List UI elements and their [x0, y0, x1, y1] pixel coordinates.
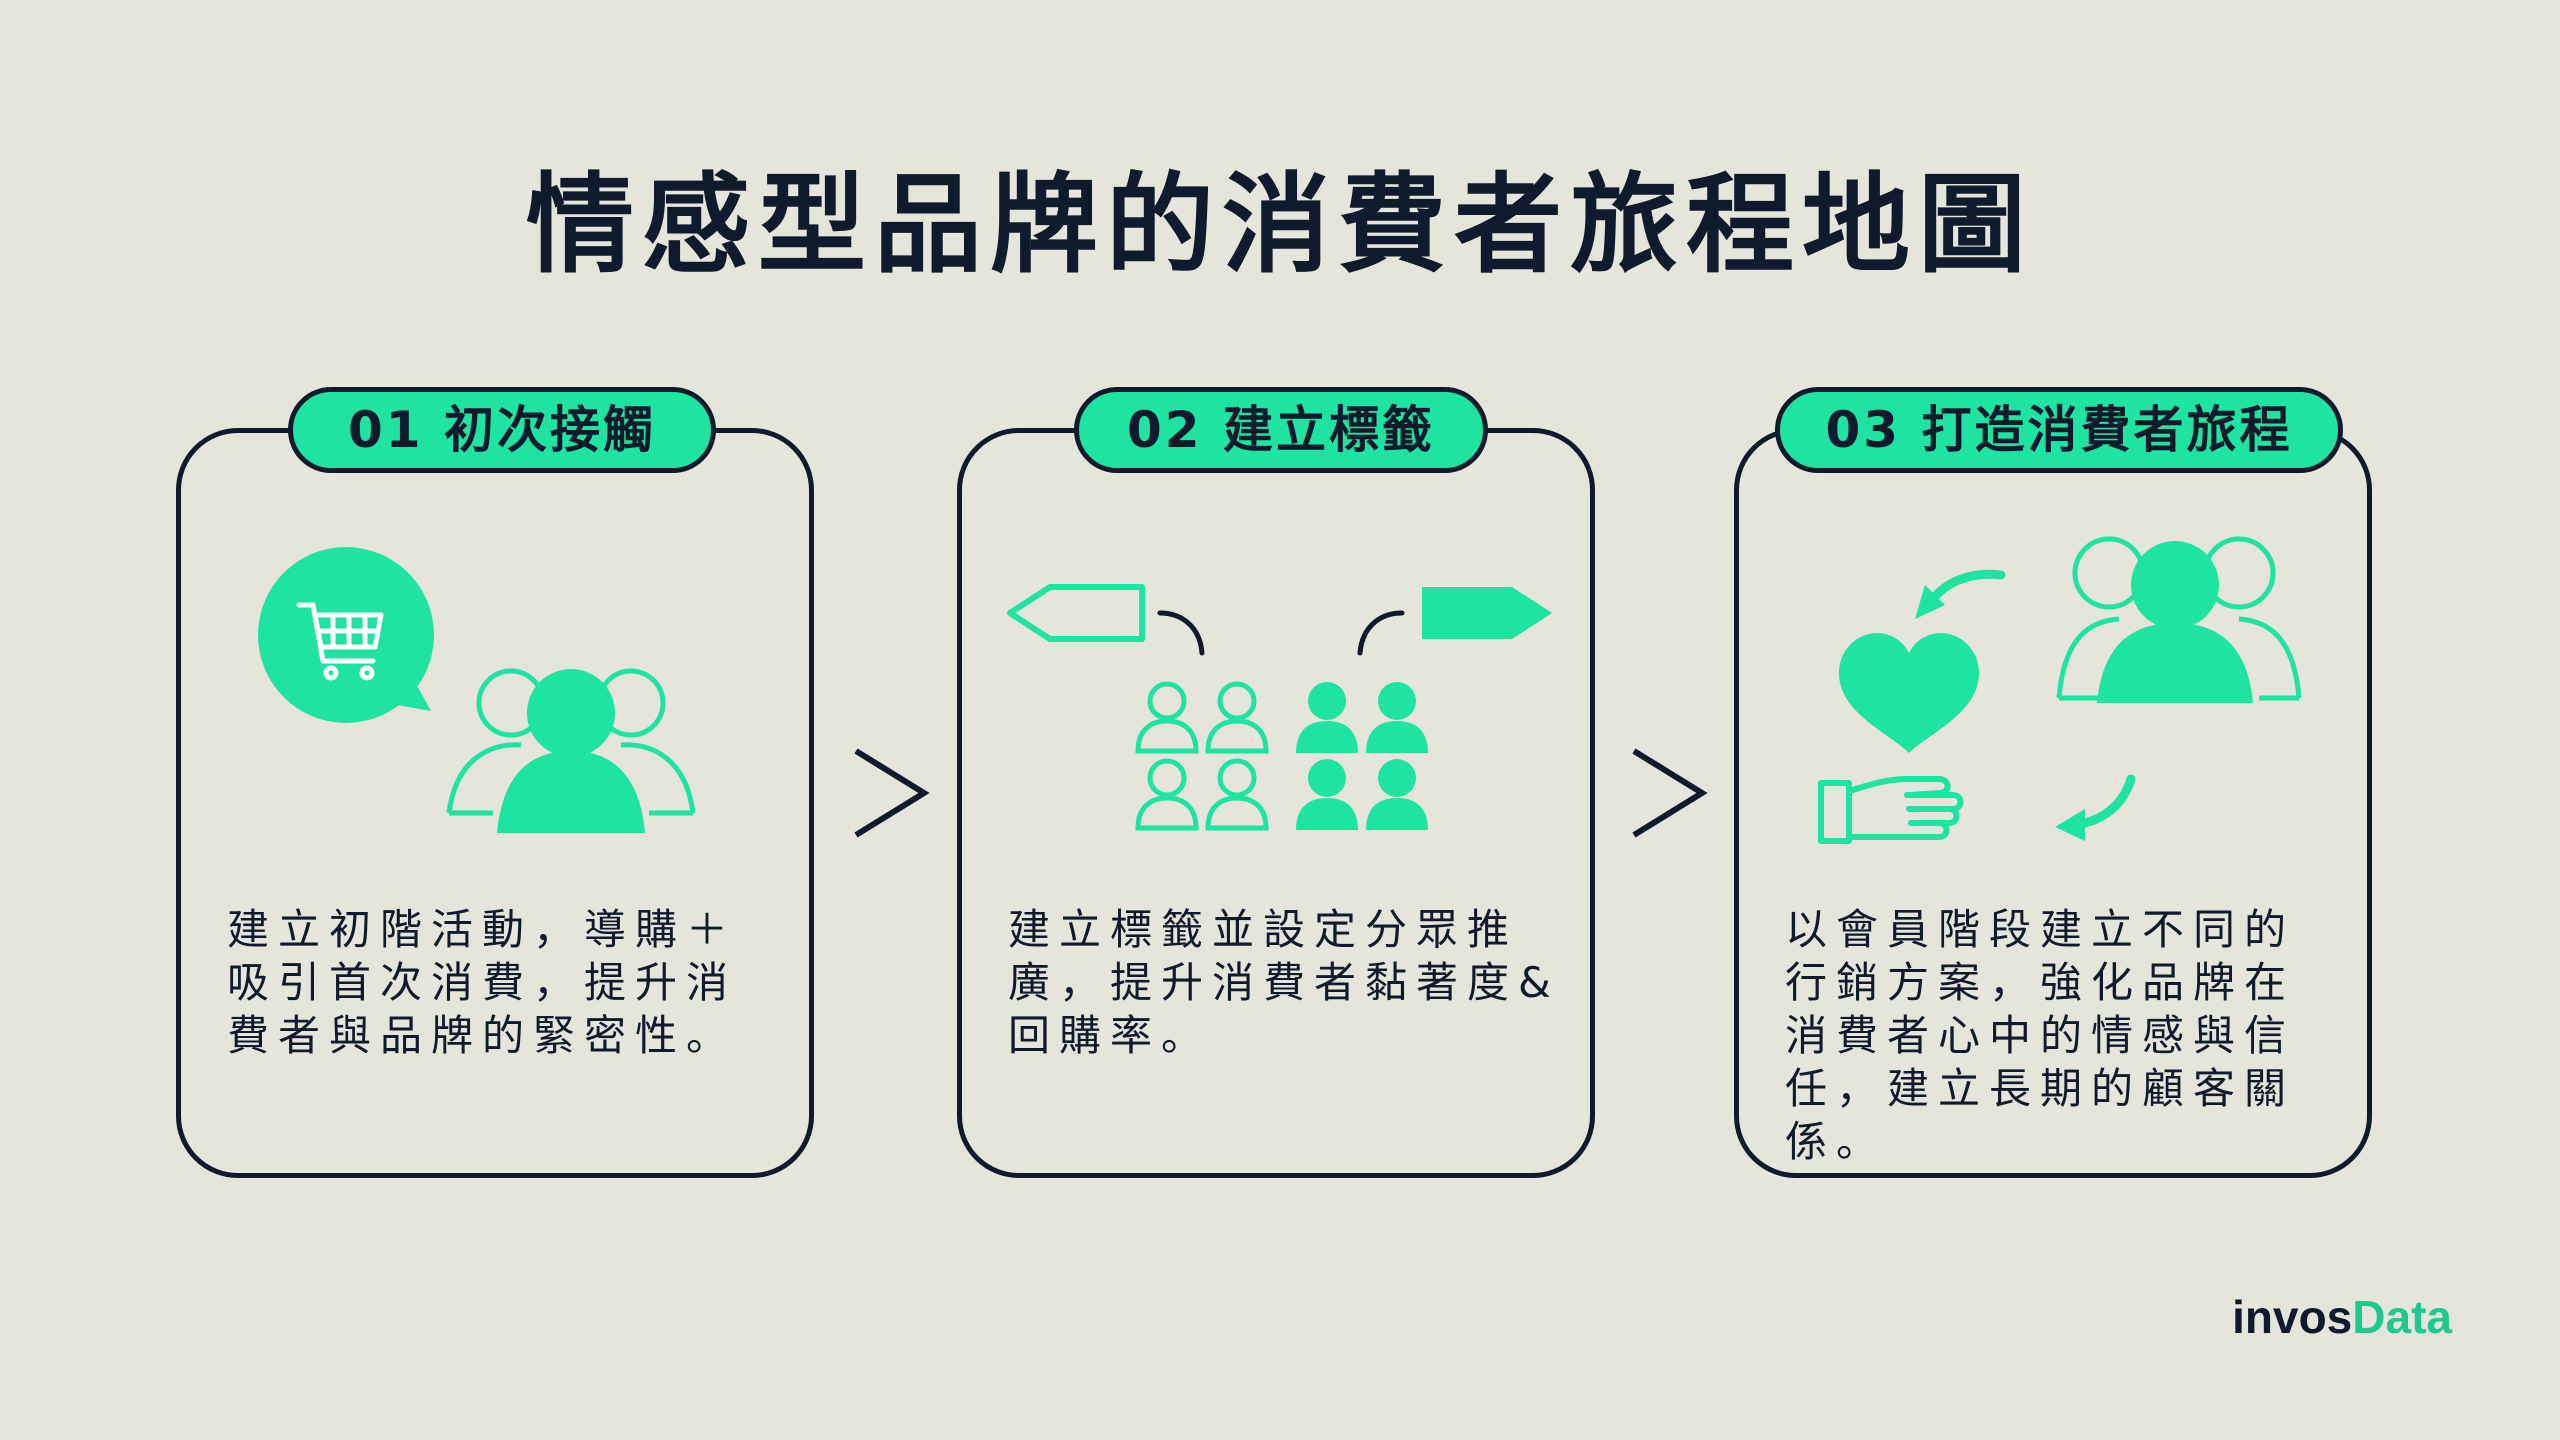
- tags-segmentation-icon: [1007, 584, 1552, 831]
- step-card-3: 03 打造消費者旅程 以會員階段建立不同的行銷方案，強化品牌在消費者心中的情感與…: [1734, 387, 2372, 1178]
- step-label-2: 02 建立標籤: [1074, 387, 1488, 473]
- heart-hand-loyalty-icon: [1818, 536, 2302, 844]
- step-label-3: 03 打造消費者旅程: [1775, 387, 2343, 473]
- step-description-3: 以會員階段建立不同的行銷方案，強化品牌在消費者心中的情感與信任，建立長期的顧客關…: [1785, 905, 2296, 1166]
- step-card-1: 01 初次接觸 建立初階活動，導購＋吸引首次消費，提升消費者與品牌的緊密性。: [176, 387, 814, 1178]
- step-card-2: 02 建立標籤 建立標籤並設定分眾推廣，提升消費者黏著度&回購率。: [957, 387, 1595, 1178]
- step-label-1: 01 初次接觸: [288, 387, 716, 473]
- invosdata-logo: invosData: [2232, 1290, 2452, 1344]
- step-description-1: 建立初階活動，導購＋吸引首次消費，提升消費者與品牌的緊密性。: [227, 905, 738, 1060]
- logo-main-text: invos: [2232, 1291, 2353, 1343]
- logo-accent-text: Data: [2352, 1291, 2452, 1343]
- chevron-right-icon: [1632, 748, 1708, 838]
- page-title: 情感型品牌的消費者旅程地圖: [525, 163, 2034, 288]
- step-description-2: 建立標籤並設定分眾推廣，提升消費者黏著度&回購率。: [1008, 905, 1560, 1060]
- shopping-cart-customers-icon: [258, 547, 696, 833]
- chevron-right-icon: [854, 748, 930, 838]
